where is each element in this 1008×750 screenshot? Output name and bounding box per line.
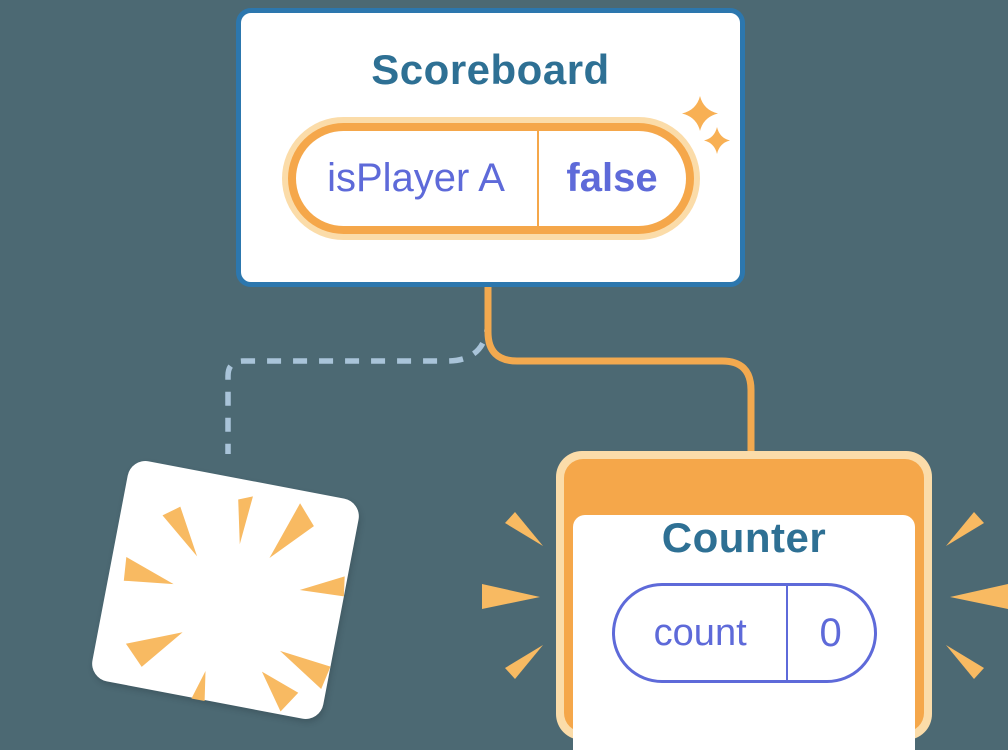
solid-connector-line (484, 282, 755, 462)
destroyed-component-card (89, 457, 362, 723)
scoreboard-component-card: Scoreboard isPlayer A false (236, 8, 745, 287)
state-value: false (566, 156, 658, 200)
counter-state-pill: count 0 (611, 583, 877, 683)
state-name: isPlayer A (327, 156, 505, 200)
scoreboard-state-pill: isPlayer A false (281, 117, 700, 240)
counter-title: Counter (661, 514, 827, 561)
pill-divider (785, 586, 788, 680)
dashed-connector-line (225, 317, 491, 454)
poof-burst-icon (123, 495, 345, 721)
state-value: 0 (819, 610, 842, 655)
scoreboard-title: Scoreboard (371, 46, 610, 93)
state-name: count (653, 611, 747, 654)
pill-divider (536, 131, 539, 226)
counter-component-card: Counter count 0 (556, 451, 932, 750)
